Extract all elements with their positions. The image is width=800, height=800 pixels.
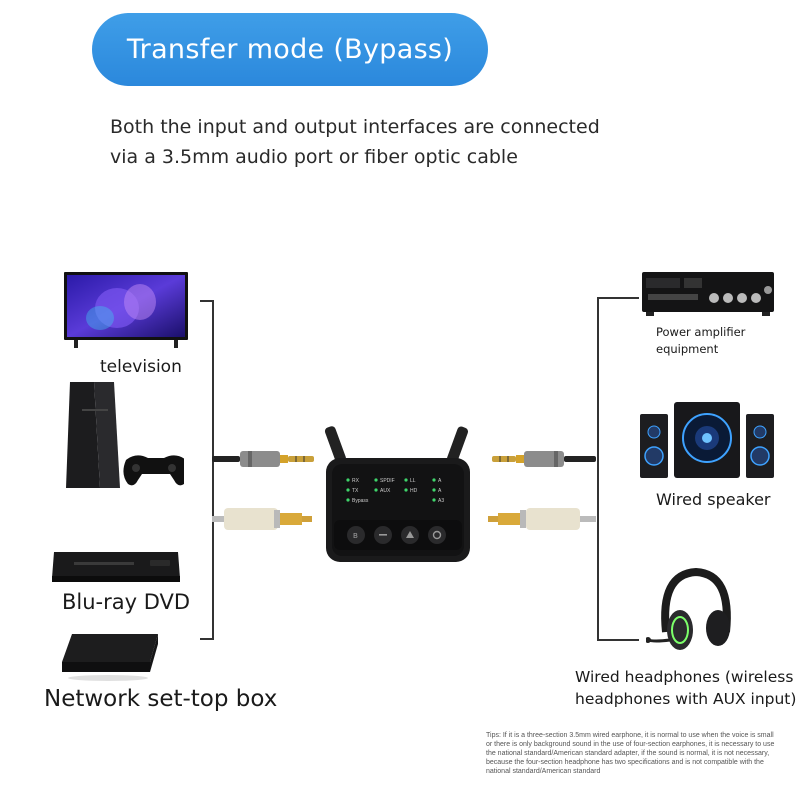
- television-icon: [64, 272, 188, 348]
- svg-text:ʙ: ʙ: [353, 530, 358, 540]
- mode-title-pill: Transfer mode (Bypass): [92, 13, 488, 86]
- svg-text:HD: HD: [410, 488, 418, 494]
- label-power-amplifier-line-2: equipment: [656, 342, 719, 356]
- svg-text:A3: A3: [438, 498, 444, 504]
- left-aux-cable-icon: [212, 451, 314, 467]
- blu-ray-player-icon: [52, 552, 180, 582]
- left-bracket: [200, 300, 214, 640]
- svg-text:LL: LL: [410, 478, 416, 484]
- description-line-1: Both the input and output interfaces are…: [110, 116, 600, 138]
- label-power-amplifier-line-1: Power amplifier: [656, 325, 746, 339]
- set-top-box-icon: [62, 634, 158, 681]
- left-optical-cable-icon: [212, 508, 312, 530]
- description-line-2: via a 3.5mm audio port or fiber optic ca…: [110, 146, 518, 168]
- label-wired-speaker: Wired speaker: [656, 490, 771, 509]
- label-network-set-top-box: Network set-top box: [44, 686, 278, 712]
- label-television: television: [100, 357, 182, 377]
- right-aux-cable-icon: [492, 451, 596, 467]
- mode-title: Transfer mode (Bypass): [126, 34, 454, 65]
- label-blu-ray-dvd: Blu-ray DVD: [62, 590, 191, 614]
- amplifier-icon: [642, 272, 774, 316]
- power-button[interactable]: [428, 526, 446, 544]
- svg-text:TX: TX: [352, 488, 359, 494]
- tips-note: Tips: If it is a three-section 3.5mm wir…: [486, 732, 775, 775]
- svg-text:A: A: [438, 478, 442, 484]
- label-wired-headphones-line-1: Wired headphones (wireless: [575, 668, 794, 686]
- svg-text:AUX: AUX: [380, 488, 391, 494]
- right-optical-cable-icon: [488, 508, 596, 530]
- bluetooth-button[interactable]: [347, 526, 365, 544]
- headset-icon: [646, 567, 731, 650]
- game-console-icon: [66, 382, 184, 488]
- svg-text:SPDIF: SPDIF: [380, 478, 395, 484]
- right-bracket: [597, 297, 639, 641]
- bluetooth-transceiver-device: RX TX Bypass SPDIF AUX LL HD A A A3 ʙ: [324, 426, 470, 562]
- svg-text:RX: RX: [352, 478, 360, 484]
- svg-text:Bypass: Bypass: [352, 498, 369, 504]
- label-wired-headphones-line-2: headphones with AUX input): [575, 690, 797, 708]
- speaker-icon: [640, 402, 774, 478]
- svg-text:A: A: [438, 488, 442, 494]
